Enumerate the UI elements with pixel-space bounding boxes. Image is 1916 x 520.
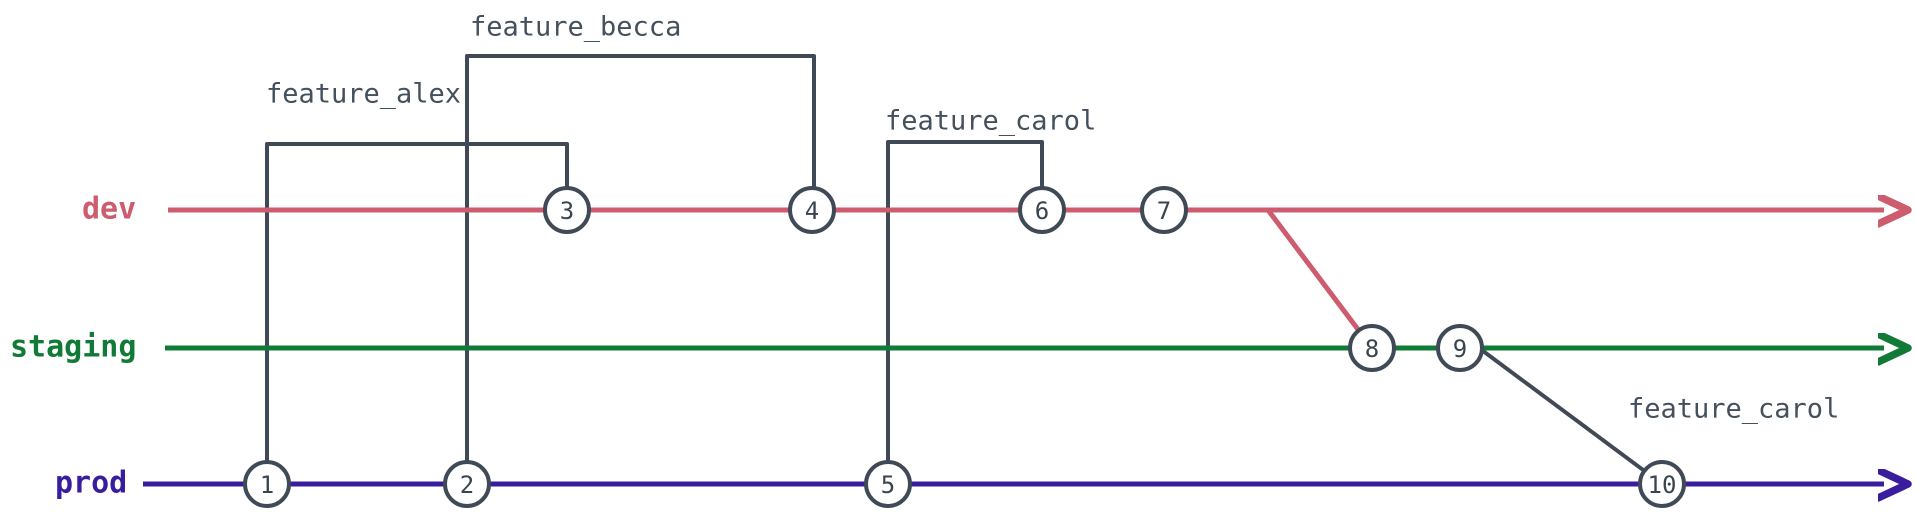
branch-label-layer: dev staging prod [10, 192, 136, 501]
commit-label-6: 6 [1035, 197, 1049, 225]
commit-node-8[interactable]: 8 [1348, 324, 1396, 372]
commit-circle-9[interactable] [1436, 324, 1484, 372]
branch-label-prod: prod [55, 466, 127, 501]
feature-branch-label-feature_becca: feature_becca [470, 12, 681, 43]
commit-label-3: 3 [560, 197, 574, 225]
commit-label-9: 9 [1453, 335, 1467, 363]
commit-node-5[interactable]: 5 [864, 460, 912, 508]
commit-node-7[interactable]: 7 [1140, 186, 1188, 234]
feature-branch-path-feature_carol_deploy [1477, 346, 1664, 486]
commit-node-9[interactable]: 9 [1436, 324, 1484, 372]
merge-line-dev-to-staging-merge [1265, 207, 1375, 351]
commit-circle-3[interactable] [543, 186, 591, 234]
commit-circle-6[interactable] [1018, 186, 1066, 234]
commit-label-1: 1 [260, 471, 274, 499]
commit-node-3[interactable]: 3 [543, 186, 591, 234]
commit-label-4: 4 [805, 197, 819, 225]
merge-line-layer [1265, 207, 1375, 351]
feature-branch-path-feature_becca [465, 54, 816, 486]
feature-label-layer: feature_alexfeature_beccafeature_carolfe… [266, 12, 1839, 425]
feature-branch-label-feature_carol: feature_carol [885, 106, 1096, 137]
commit-node-4[interactable]: 4 [788, 186, 836, 234]
feature-branch-path-feature_carol [886, 140, 1044, 486]
commit-label-2: 2 [460, 471, 474, 499]
feature-branch-label-feature_carol_deploy: feature_carol [1628, 394, 1839, 425]
commit-circle-7[interactable] [1140, 186, 1188, 234]
feature-branch-label-feature_alex: feature_alex [266, 79, 461, 110]
commit-label-8: 8 [1365, 335, 1379, 363]
branch-label-staging: staging [10, 330, 136, 365]
commit-node-layer: 1 2 3 4 5 6 7 8 9 10 [243, 186, 1686, 508]
commit-label-10: 10 [1648, 471, 1677, 499]
commit-circle-2[interactable] [443, 460, 491, 508]
feature-branch-path-feature_alex [265, 142, 569, 486]
commit-label-5: 5 [881, 471, 895, 499]
branch-line-layer [143, 210, 1884, 484]
commit-circle-8[interactable] [1348, 324, 1396, 372]
commit-node-10[interactable]: 10 [1638, 460, 1686, 508]
commit-circle-1[interactable] [243, 460, 291, 508]
branch-label-dev: dev [82, 192, 136, 227]
commit-node-6[interactable]: 6 [1018, 186, 1066, 234]
feature-branch-layer [265, 54, 1664, 486]
commit-circle-10[interactable] [1638, 460, 1686, 508]
commit-node-2[interactable]: 2 [443, 460, 491, 508]
commit-circle-4[interactable] [788, 186, 836, 234]
commit-node-1[interactable]: 1 [243, 460, 291, 508]
commit-label-7: 7 [1157, 197, 1171, 225]
commit-circle-5[interactable] [864, 460, 912, 508]
